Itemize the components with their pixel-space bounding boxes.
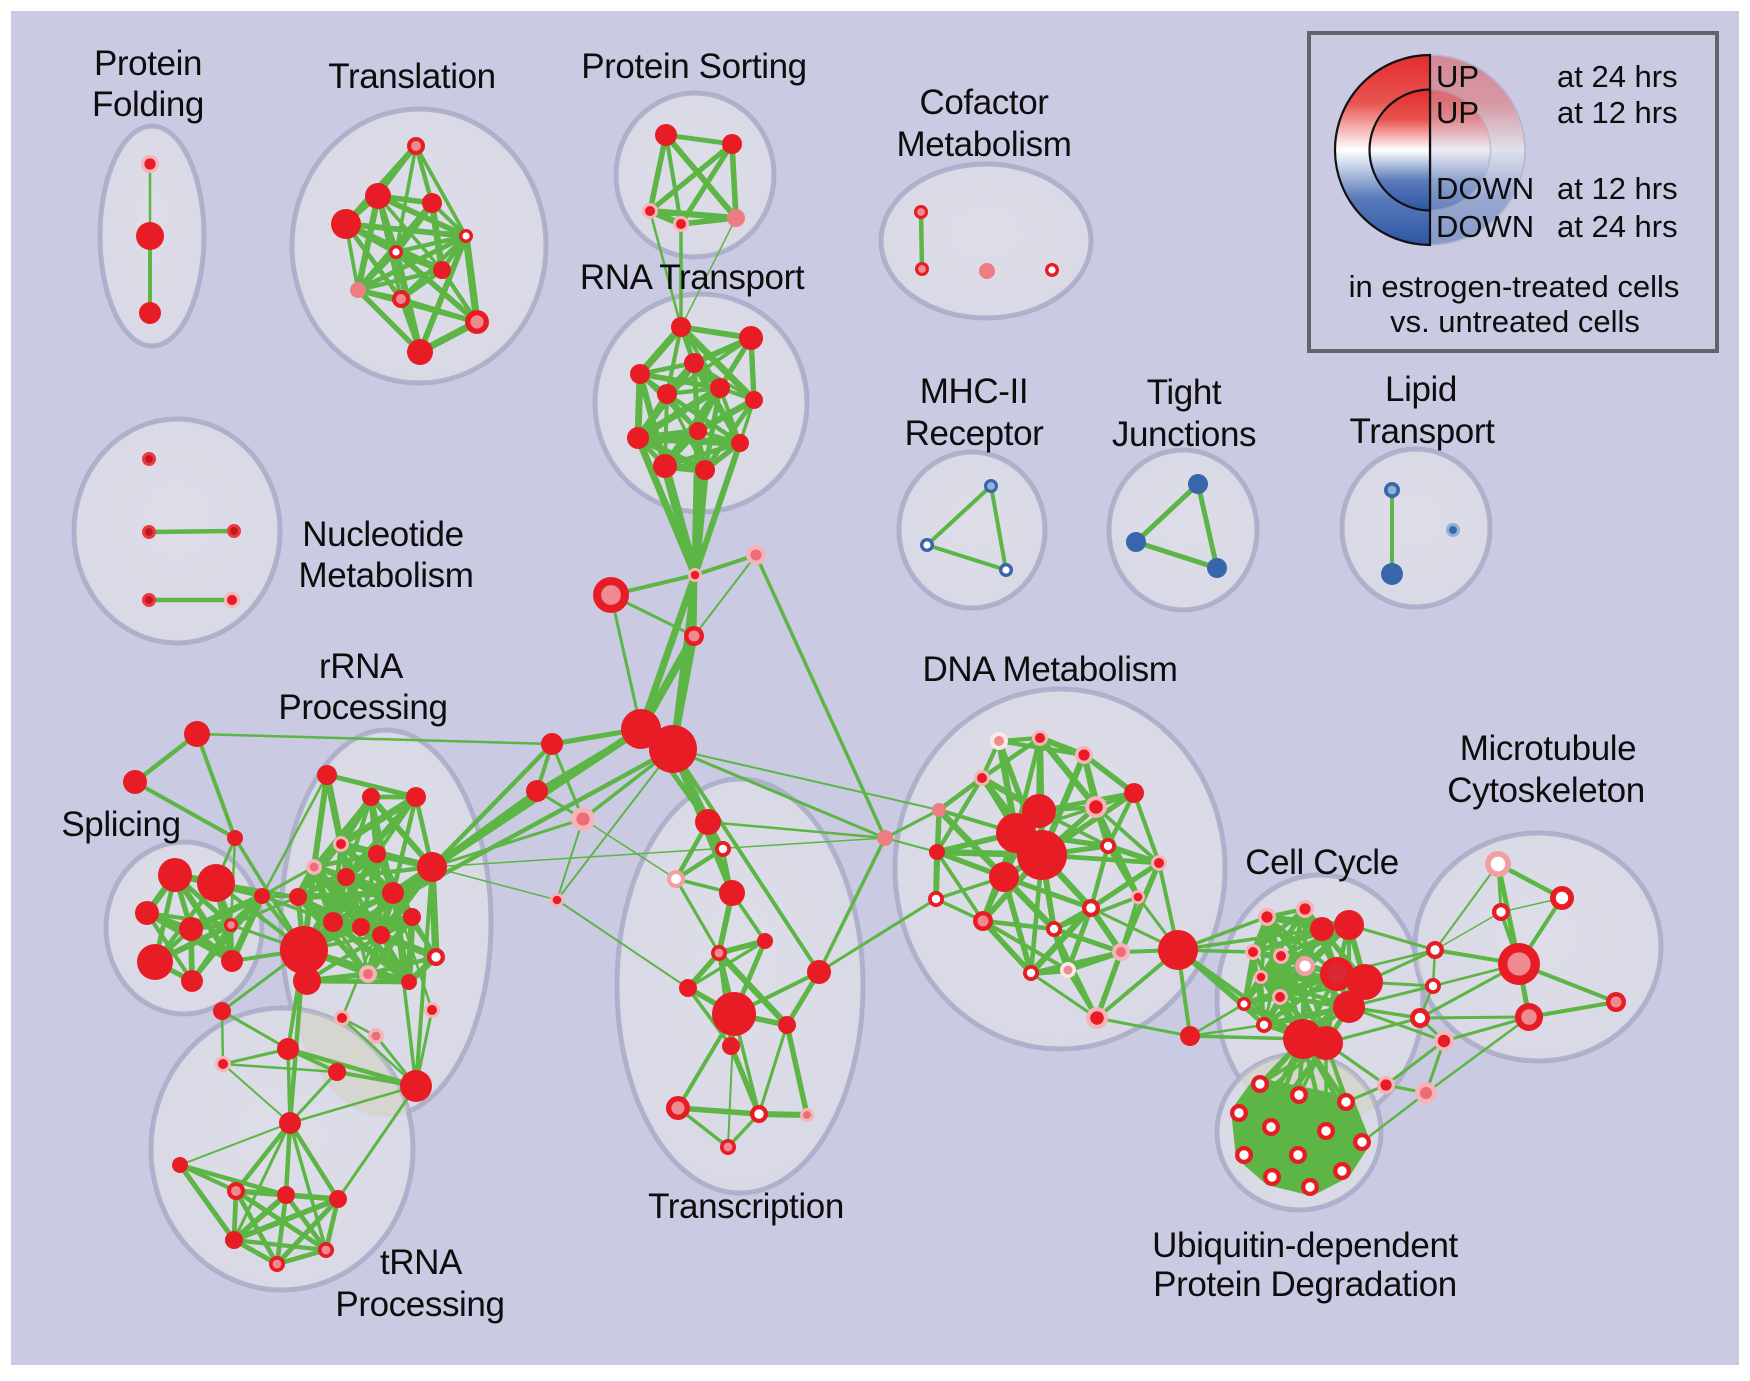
svg-text:tRNA: tRNA [380, 1243, 463, 1282]
svg-text:Tight: Tight [1147, 373, 1222, 412]
svg-text:at 12 hrs: at 12 hrs [1557, 171, 1678, 206]
svg-text:Junctions: Junctions [1112, 415, 1256, 454]
svg-text:Cofactor: Cofactor [919, 83, 1049, 122]
svg-text:at 12 hrs: at 12 hrs [1557, 95, 1678, 130]
svg-text:RNA Transport: RNA Transport [580, 258, 805, 297]
svg-text:Translation: Translation [328, 57, 495, 96]
svg-text:Protein Degradation: Protein Degradation [1153, 1265, 1457, 1304]
svg-text:Lipid: Lipid [1385, 370, 1457, 409]
svg-text:Splicing: Splicing [61, 805, 180, 844]
svg-text:Cell Cycle: Cell Cycle [1245, 843, 1399, 882]
svg-text:UP: UP [1436, 59, 1479, 94]
svg-text:Nucleotide: Nucleotide [302, 515, 463, 554]
svg-text:Metabolism: Metabolism [299, 556, 474, 595]
svg-text:Processing: Processing [278, 688, 447, 727]
svg-text:MHC-II: MHC-II [920, 372, 1028, 411]
svg-text:Folding: Folding [92, 85, 204, 124]
svg-text:rRNA: rRNA [319, 647, 404, 686]
svg-text:Metabolism: Metabolism [897, 125, 1072, 164]
svg-text:DOWN: DOWN [1436, 171, 1534, 206]
svg-text:in estrogen-treated cells: in estrogen-treated cells [1349, 269, 1680, 304]
svg-text:Processing: Processing [335, 1285, 504, 1324]
svg-text:Transport: Transport [1350, 412, 1496, 451]
svg-text:at 24 hrs: at 24 hrs [1557, 59, 1678, 94]
svg-text:Microtubule: Microtubule [1460, 729, 1637, 768]
svg-text:Cytoskeleton: Cytoskeleton [1447, 771, 1645, 810]
svg-text:vs. untreated cells: vs. untreated cells [1390, 304, 1640, 339]
svg-text:Ubiquitin-dependent: Ubiquitin-dependent [1152, 1226, 1458, 1265]
svg-text:Transcription: Transcription [648, 1187, 844, 1226]
svg-text:Protein Sorting: Protein Sorting [581, 47, 807, 86]
svg-text:Receptor: Receptor [905, 414, 1045, 453]
svg-text:UP: UP [1436, 95, 1479, 130]
svg-text:at 24 hrs: at 24 hrs [1557, 209, 1678, 244]
svg-text:DNA Metabolism: DNA Metabolism [922, 650, 1177, 689]
svg-text:DOWN: DOWN [1436, 209, 1534, 244]
svg-text:Protein: Protein [94, 44, 202, 83]
